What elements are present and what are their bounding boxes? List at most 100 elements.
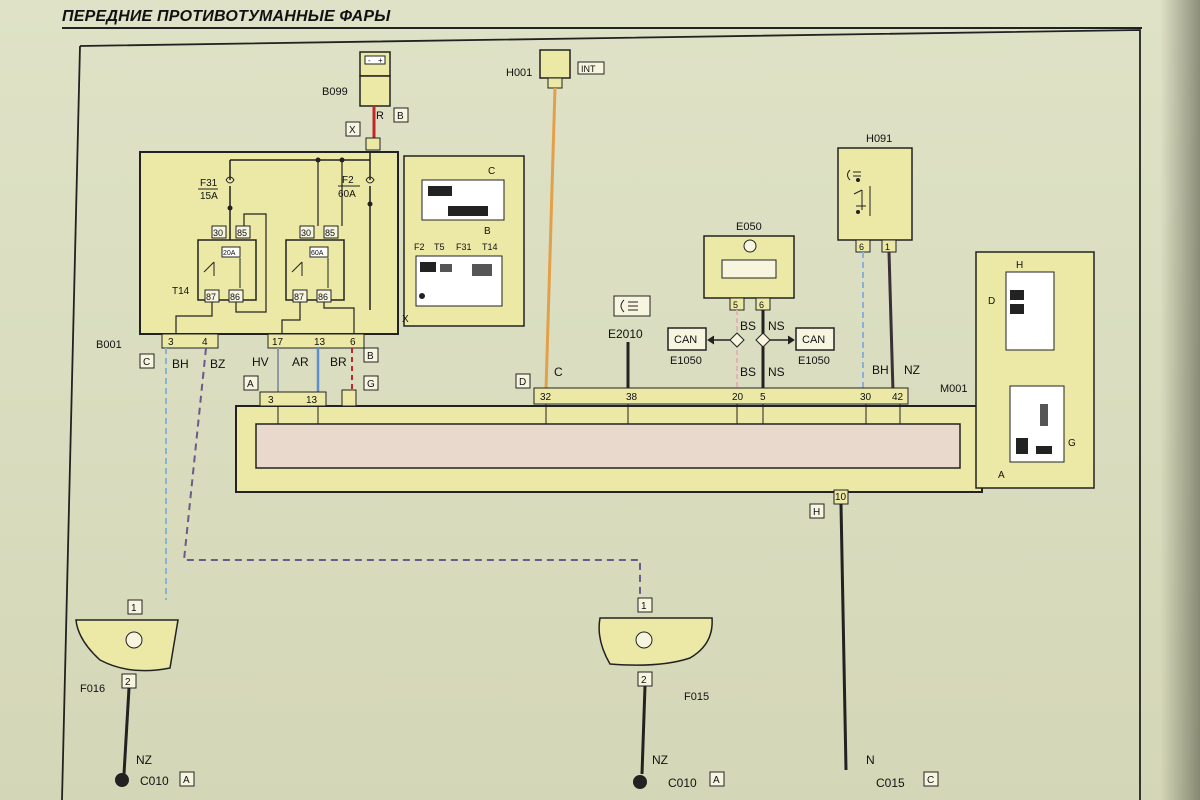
- h091-contact-symbol: [853, 186, 871, 216]
- m001-inner-panel: [255, 423, 961, 469]
- f31-node: [227, 205, 233, 211]
- connector-tag-b-fuse-text: B: [367, 351, 374, 362]
- ground-c015-tag-text: C: [927, 775, 934, 786]
- relay-t5-pin30: 30: [301, 228, 311, 238]
- f016-pin2-box: [121, 673, 137, 689]
- fuse-box-b001[interactable]: F31 15A F2 60A 30 85 20A 87 86 T14: [96, 151, 399, 351]
- f2-node: [367, 201, 373, 207]
- f2-rating: 60A: [338, 189, 356, 200]
- fuse-box-connector-right: [267, 333, 365, 349]
- relay-t14-rating: 20A: [223, 250, 236, 257]
- h001-int: INT: [581, 64, 596, 74]
- relay-t5-pin85: 85: [325, 228, 335, 238]
- fog-light-icon: [620, 299, 638, 313]
- fuse-box-pin-6: 6: [350, 337, 356, 348]
- splice-left: [729, 332, 745, 348]
- f016-pin1-box: [127, 599, 143, 615]
- e050-inner-panel: [721, 259, 777, 279]
- relay-t5-contacts: [291, 258, 329, 288]
- f016-body: [75, 619, 179, 672]
- h091-pin6: 6: [859, 242, 864, 252]
- bus-node-2: [339, 157, 345, 163]
- fuse-location-chip-1: [420, 262, 436, 272]
- fog-lamp-f016[interactable]: 1 2 F016: [75, 599, 179, 695]
- fog-lamp-f015[interactable]: 1 2 F015: [598, 597, 713, 703]
- m001-label: M001: [940, 383, 968, 395]
- m001-pin-5: 5: [760, 392, 766, 403]
- connector-tag-c-text: C: [143, 357, 150, 368]
- connector-tag-g: [363, 375, 379, 391]
- f015-bulb-icon: [635, 631, 653, 649]
- battery-terminals: [364, 55, 386, 65]
- fuse-box-pin-13: 13: [314, 337, 326, 348]
- connector-tag-b-fuse: [363, 347, 379, 363]
- location-a: A: [998, 470, 1005, 481]
- location-d: D: [988, 296, 995, 307]
- battery-b099[interactable]: - + B099: [322, 51, 391, 107]
- module-location-view[interactable]: H D G A: [975, 251, 1095, 489]
- f016-pin1: 1: [131, 603, 137, 614]
- arrow-left-icon: [707, 335, 715, 345]
- connector-tag-x: [345, 121, 361, 137]
- connector-tag-h: [809, 503, 825, 519]
- h091-node-top: [856, 178, 860, 182]
- h091-label: H091: [866, 133, 892, 145]
- connector-tag-h-text: H: [813, 507, 820, 518]
- can-right[interactable]: CAN E1050: [795, 327, 835, 367]
- fuse-location-view[interactable]: C B F2 T5 F31 T14 X: [402, 155, 525, 327]
- switch-h091[interactable]: H091 6 1: [837, 133, 913, 253]
- m001-connector-left: [259, 391, 327, 407]
- can-left-id: E1050: [670, 355, 702, 367]
- f2-name: F2: [342, 175, 354, 186]
- f31-fuse-symbol: [225, 176, 235, 184]
- ground-c015-label: C015: [876, 776, 905, 790]
- fuse-box-bus: [230, 152, 371, 161]
- switch-h001[interactable]: H001 INT: [506, 49, 605, 89]
- e050-label: E050: [736, 221, 762, 233]
- location-bottom-block-2: [1036, 446, 1052, 454]
- connector-tag-a: [243, 375, 259, 391]
- wire-n-m001: [839, 503, 848, 771]
- e050-lamp-icon: [743, 239, 757, 253]
- wire-code-nz-f016: NZ: [136, 753, 152, 767]
- fuse-location-label-f2: F2: [414, 242, 425, 252]
- module-m001[interactable]: 3 13 32 38 20 5 30 42 10 M001: [235, 383, 983, 505]
- relay-t14-rating-box: [221, 246, 241, 258]
- location-bottom-block-3: [1040, 404, 1048, 426]
- fuse-location-chip-3: [472, 264, 492, 276]
- ground-c015-tag: [923, 771, 939, 787]
- ground-c010-right-tag-text: A: [713, 775, 720, 786]
- h091-node-bottom: [856, 210, 860, 214]
- relay-t5-pin87: 87: [294, 292, 304, 302]
- wire-code-c: C: [554, 365, 563, 379]
- bus-node-1: [315, 157, 321, 163]
- can-right-id: E1050: [798, 355, 830, 367]
- can-right-label: CAN: [802, 334, 825, 346]
- wire-code-br: BR: [330, 355, 347, 369]
- fuse-location-x: X: [402, 314, 409, 325]
- relay-t14-pin85-box: [235, 225, 251, 239]
- splice-right: [755, 332, 771, 348]
- relay-t5-pin86: 86: [318, 292, 328, 302]
- arrow-right-icon: [787, 335, 795, 345]
- battery-label: B099: [322, 86, 348, 98]
- ground-c010-right-tag: [709, 771, 725, 787]
- f015-pin2: 2: [641, 675, 647, 686]
- wire-code-nz-h091: NZ: [904, 363, 920, 377]
- f016-label: F016: [80, 683, 105, 695]
- f015-label: F015: [684, 691, 709, 703]
- can-right-box: [795, 327, 835, 351]
- f016-pin2: 2: [125, 677, 131, 688]
- wire-h001-orange: [544, 87, 557, 391]
- fuse-location-block-2: [448, 206, 488, 216]
- fuse-location-chip-2: [440, 264, 452, 272]
- switch-e050[interactable]: E050 5 6: [703, 221, 795, 311]
- can-left[interactable]: CAN E1050: [667, 327, 707, 367]
- indicator-e2010[interactable]: E2010: [608, 295, 651, 341]
- fuse-location-label-t14: T14: [482, 242, 498, 252]
- location-bottom-block-1: [1016, 438, 1028, 454]
- connector-tag-d-text: D: [519, 377, 526, 388]
- connector-tag-b-top-text: B: [397, 111, 404, 122]
